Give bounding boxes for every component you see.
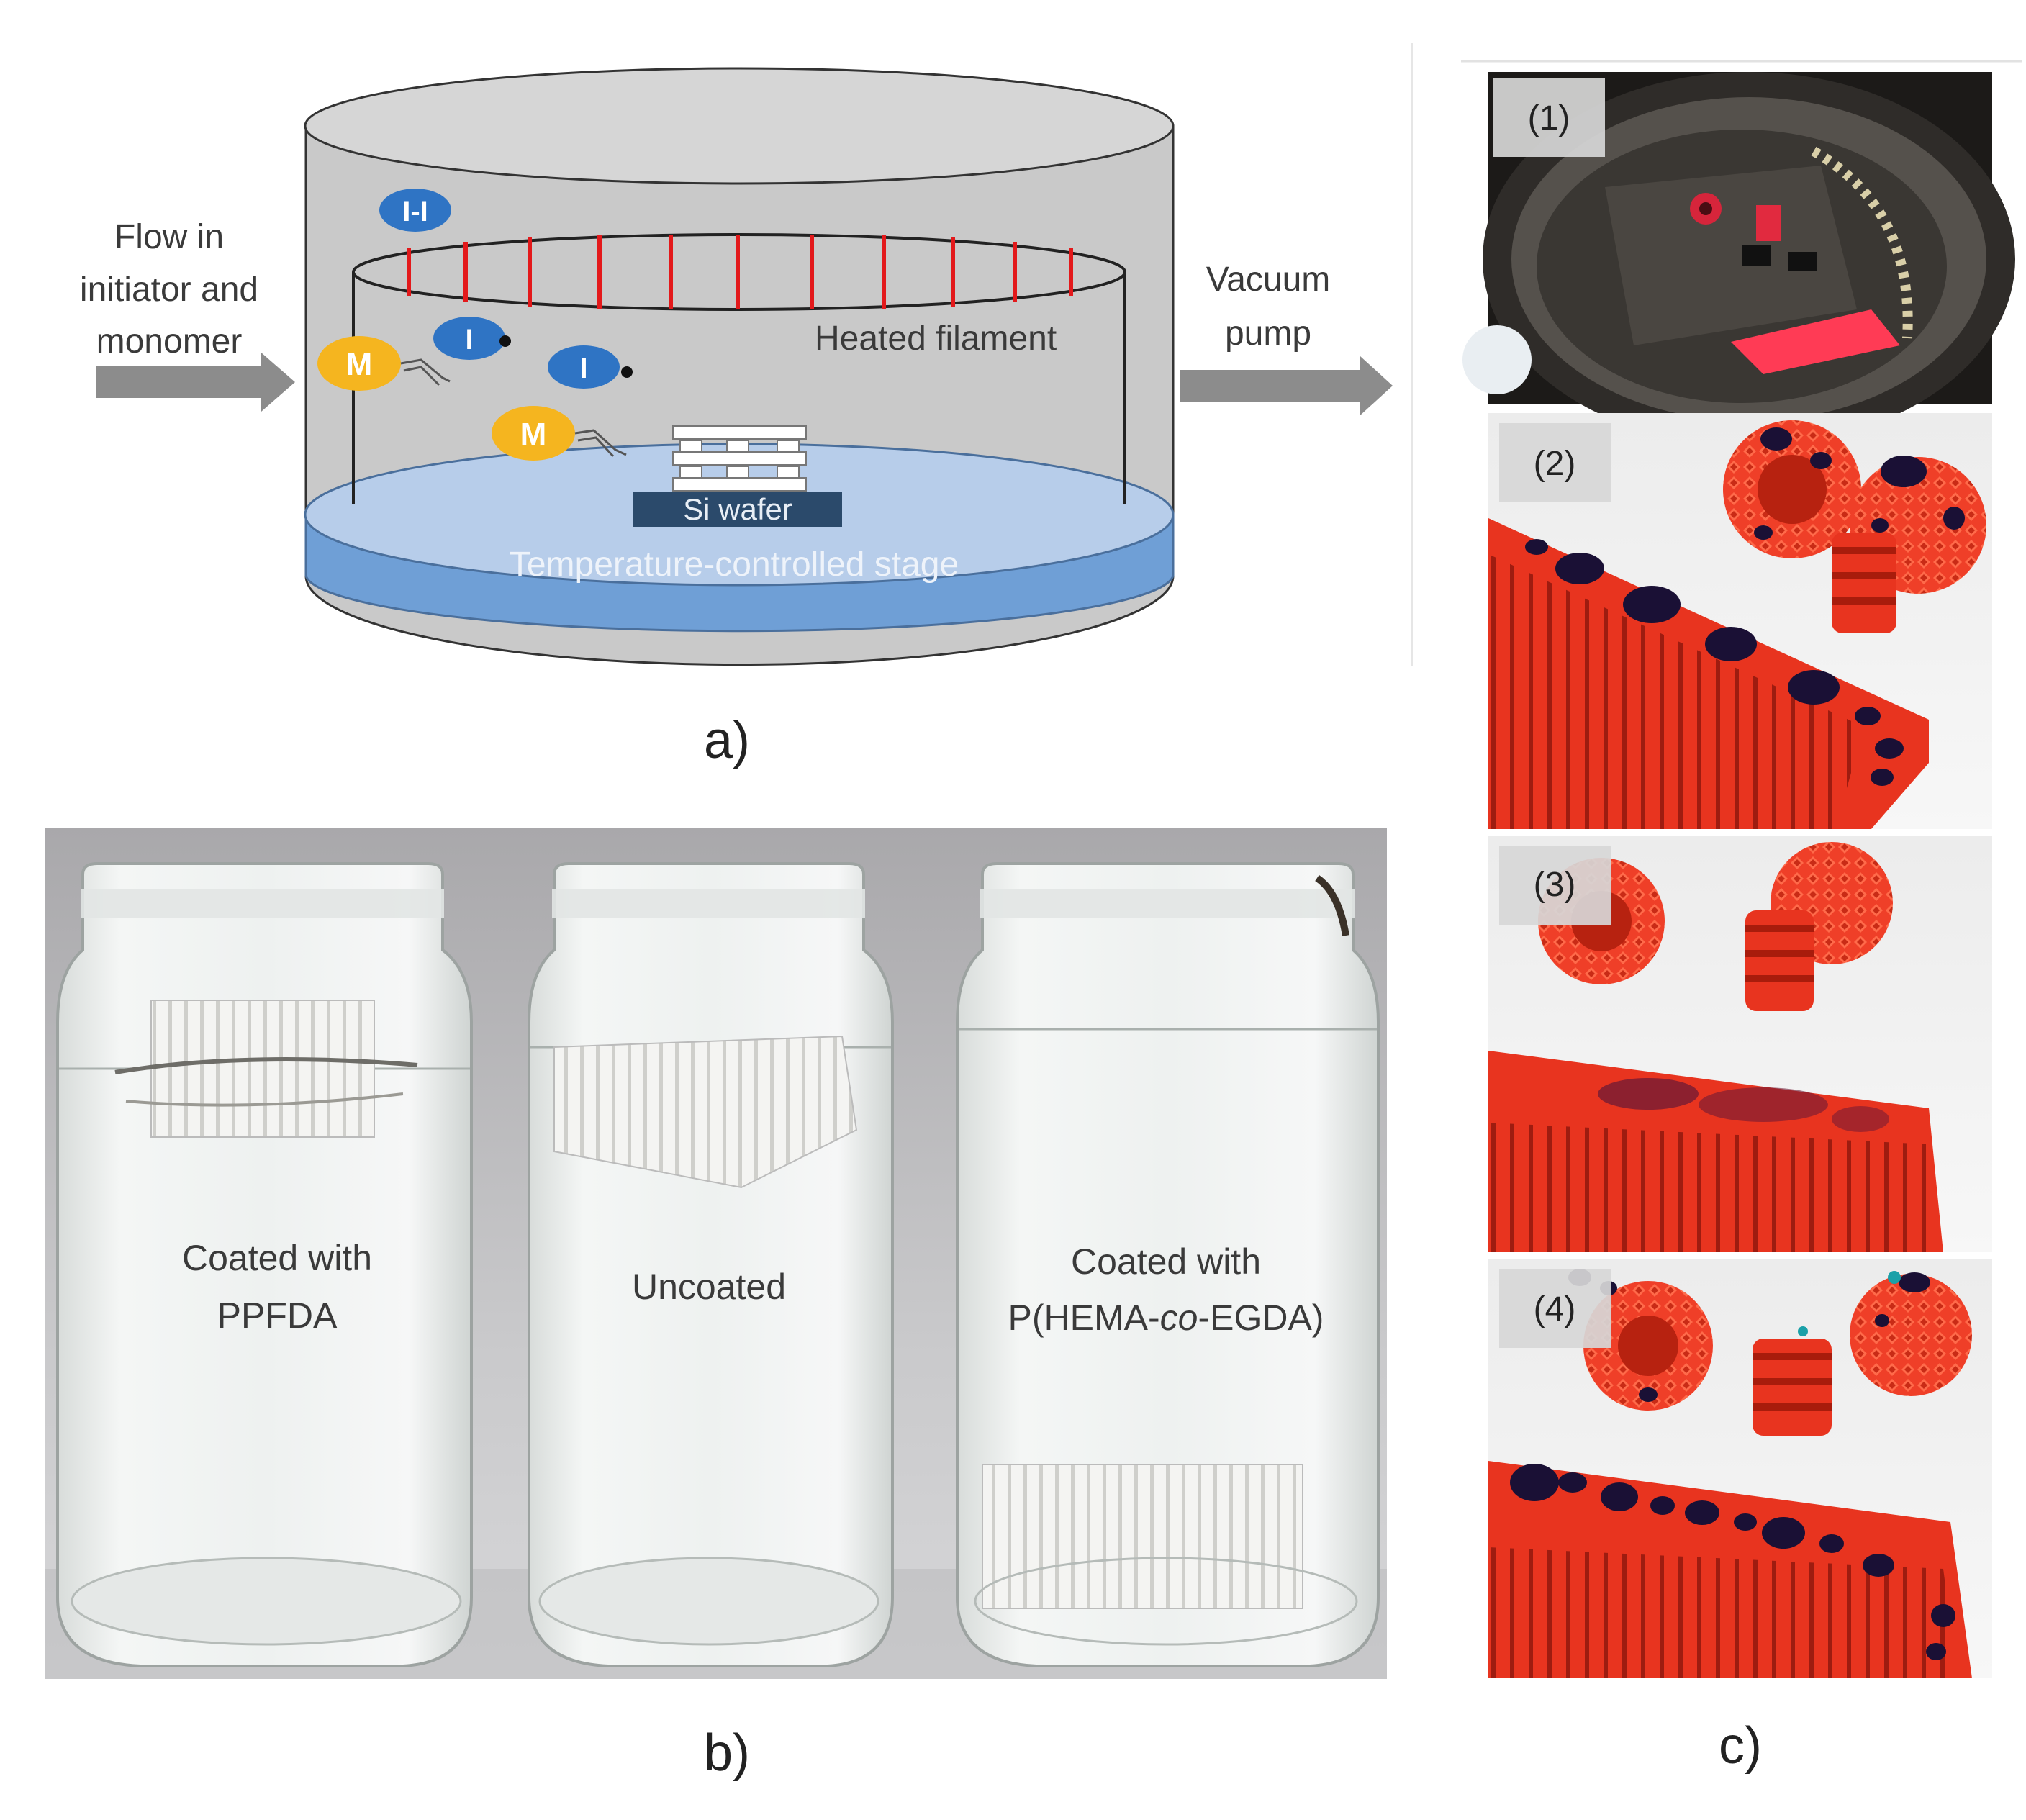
polymer-film-stack (672, 425, 807, 492)
monomer-molecule-1: M (317, 336, 451, 391)
initiator-radical-1: I (433, 317, 511, 360)
flow-in-arrow (96, 353, 295, 412)
jar3-label-line2-italic: co (1160, 1298, 1198, 1338)
chamber-lid (304, 67, 1175, 185)
monomer-molecule-2: M (492, 406, 627, 461)
heated-filament-label: Heated filament (815, 320, 1057, 358)
screw-knob-4 (1850, 1274, 1972, 1396)
photo-2-parts (1488, 413, 1992, 829)
panel-c-photos: (1) (1462, 72, 2015, 1775)
photo-4-label: (4) (1534, 1290, 1576, 1328)
jar3-label-line1: Coated with (1071, 1241, 1261, 1282)
photo-4-parts (1488, 1259, 1992, 1678)
initiator-label-1: I (465, 324, 473, 356)
photo-2-label-box (1499, 423, 1611, 502)
stage-label: Temperature-controlled stage (510, 545, 959, 584)
photo-1-label-box (1493, 78, 1605, 157)
panel-a-diagram: Heated filament I-I I I M M (80, 67, 1393, 769)
photo-4-label-box (1499, 1269, 1611, 1348)
si-wafer-label: Si wafer (683, 492, 792, 526)
jar-coated-ppfda (56, 862, 473, 1667)
photo-3-label-box (1499, 846, 1611, 925)
vacuum-label-line2: pump (1225, 314, 1311, 353)
monomer-label-2: M (520, 417, 547, 452)
vacuum-arrow (1180, 356, 1393, 415)
jar1-label-line1: Coated with (182, 1238, 372, 1278)
photo-3-label: (3) (1534, 866, 1576, 904)
jar3-label-line2-pre: P(HEMA- (1008, 1298, 1160, 1338)
vacuum-label-line1: Vacuum (1206, 261, 1331, 299)
jar1-label-line2: PPFDA (217, 1295, 338, 1336)
photo-2-label: (2) (1534, 445, 1576, 483)
photo-1-label: (1) (1528, 99, 1570, 137)
monomer-label-1: M (346, 347, 373, 382)
photo-1-chamber (1462, 72, 2015, 446)
panel-b-photo: Coated with PPFDA Uncoated Coated with P… (45, 828, 1387, 1782)
flow-in-label-line3: monomer (96, 322, 243, 361)
panel-c-label: c) (1719, 1717, 1762, 1775)
initiator-pair-label: I-I (402, 196, 428, 227)
initiator-radical-2: I (548, 345, 633, 389)
initiator-label-2: I (579, 353, 587, 384)
initiator-pair-molecule: I-I (379, 189, 451, 232)
sponge-sunken (982, 1464, 1303, 1609)
photo-3-parts (1488, 836, 1992, 1252)
jar3-label-line2: P(HEMA-co-EGDA) (1008, 1298, 1324, 1338)
panel-a-label: a) (704, 712, 750, 769)
heated-filament-wires (407, 235, 1073, 309)
jar3-label-line2-post: -EGDA) (1198, 1298, 1324, 1338)
panel-b-label: b) (704, 1724, 750, 1782)
flow-in-label-line1: Flow in (114, 218, 224, 256)
comb-in-chamber (1731, 309, 1900, 374)
sponge-submerged-top (553, 1035, 858, 1189)
flow-in-label-line2: initiator and (80, 271, 258, 309)
sponge-floating (150, 1000, 375, 1138)
jar-uncoated (528, 862, 894, 1667)
jar2-label: Uncoated (632, 1267, 786, 1307)
jar-coated-hema-egda (956, 862, 1380, 1667)
si-wafer (633, 492, 842, 527)
